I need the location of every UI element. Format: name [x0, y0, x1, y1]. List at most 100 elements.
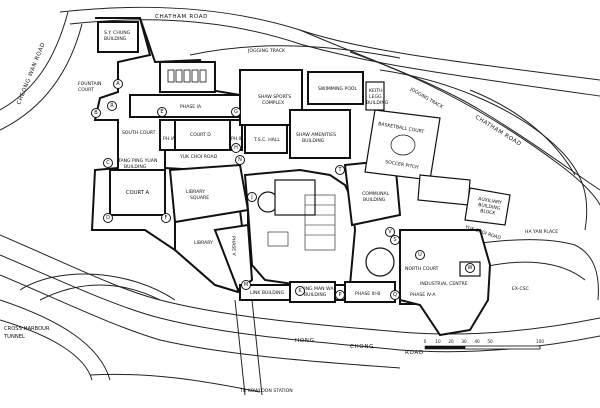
node-marker-f: F: [161, 213, 171, 223]
scale-tick-100: 100: [536, 339, 544, 344]
court-d-label: COURT D: [190, 132, 211, 138]
phase-3b-label: PHASE III-B: [355, 291, 380, 297]
keith-label-2: LEGG: [369, 94, 382, 100]
mong-man-wai-label-2: BUILDING: [304, 292, 327, 298]
court-d-blocks: [159, 119, 243, 151]
industrial-centre-label: INDUSTRIAL CENTRE: [420, 281, 468, 287]
keith-label: KEITH: [369, 88, 383, 94]
node-label-q: Q: [393, 292, 397, 298]
phase-v-block: [213, 223, 254, 292]
node-label-w: W: [468, 265, 473, 271]
road-label-chatham-right: CHATHAM ROAD: [474, 115, 522, 148]
node-marker-b: B: [91, 108, 101, 118]
scale-tick-10: 10: [435, 339, 441, 344]
library-square-label: LIBRARY: [186, 189, 205, 195]
node-label-r: R: [110, 103, 114, 109]
sports-fields: [364, 109, 511, 226]
node-label-a: A: [116, 81, 120, 87]
node-marker-p: P: [335, 290, 345, 300]
node-marker-g: G: [231, 107, 241, 117]
scale-tick-40: 40: [474, 339, 480, 344]
scale-tick-30: 30: [461, 339, 467, 344]
node-label-g: G: [234, 109, 238, 115]
auxiliary-label-2: BUILDING: [478, 202, 501, 212]
node-marker-r: R: [107, 101, 117, 111]
road-label-chatham-top: CHATHAM ROAD: [155, 14, 208, 20]
soccer-pitch-label: SOCCER PITCH: [385, 159, 419, 171]
central-tower-block: [243, 168, 357, 286]
node-label-c: C: [106, 160, 110, 166]
tsc-hall-block: [244, 109, 351, 159]
node-marker-e: E: [157, 107, 167, 117]
node-label-k: K: [298, 288, 302, 294]
node-marker-q: Q: [390, 290, 400, 300]
phase-v-label: PHASE V: [230, 236, 237, 257]
ex-csc-label: EX-CSC: [512, 286, 529, 292]
tang-ping-yuan-label-2: BUILDING: [124, 164, 147, 170]
auxiliary-label: AUXILIARY: [478, 196, 503, 206]
tang-ping-yuan-label: TANG PING YUAN: [117, 158, 157, 164]
ha-yan-place-label: HA YAN PLACE: [525, 229, 558, 235]
road-label-chong: CHONG: [350, 344, 374, 350]
sy-chung-label: S.Y. CHUNG: [104, 30, 131, 36]
library-label: LIBRARY: [194, 240, 213, 246]
node-label-t: T: [337, 167, 342, 173]
road-label-cheong-wan: CHEONG WAN ROAD: [16, 42, 47, 106]
phase-ia-label: PHASE IA: [180, 104, 202, 110]
road-label-cross-harbour: CROSS HARBOUR: [4, 326, 50, 332]
yuk-choi-road-label: YUK CHOI ROAD: [179, 154, 218, 160]
node-marker-t: T: [335, 165, 345, 175]
fountain-court-label: FOUNTAIN: [78, 81, 101, 87]
node-marker-s: S: [390, 235, 400, 245]
node-marker-j: J: [247, 192, 257, 202]
node-marker-w: W: [465, 263, 475, 273]
shaw-amenities-label: SHAW AMENITIES: [296, 132, 336, 138]
node-label-e: E: [160, 109, 163, 115]
court-a-label: COURT A: [126, 190, 150, 196]
road-label-tunnel: TUNNEL: [3, 334, 25, 340]
node-label-j: J: [250, 194, 252, 200]
road-label-hong: HONG: [295, 338, 315, 344]
jogging-track-top: JOGGING TRACK: [247, 48, 286, 54]
scale-tick-0: 0: [424, 339, 427, 344]
node-label-d: D: [106, 215, 110, 221]
shaw-amenities-label-2: BUILDING: [302, 138, 325, 144]
north-court-label: NORTH COURT: [405, 266, 439, 272]
scale-bar: 0 10 20 30 40 50 100: [424, 339, 544, 350]
node-marker-m: M: [241, 280, 251, 290]
sy-chung-label-2: BUILDING: [104, 36, 127, 42]
communal-label-2: BUILDING: [363, 197, 386, 203]
swimming-pool-block: [307, 71, 364, 105]
road-network: [0, 6, 600, 396]
road-label-kowloon-station: TO KOWLOON STATION: [239, 388, 293, 394]
node-markers: A R B C D E F G H M J K P Q T V U S W N: [91, 79, 475, 300]
node-label-n: N: [238, 157, 242, 163]
sy-chung-building: [97, 21, 139, 53]
ph-ia-label: PH.IA: [163, 136, 176, 142]
scale-tick-50: 50: [487, 339, 493, 344]
node-label-p: P: [338, 292, 341, 298]
road-label-road: ROAD: [405, 350, 424, 356]
swimming-pool-label: SWIMMING POOL: [318, 86, 358, 92]
node-marker-d: D: [103, 213, 113, 223]
keith-label-3: BUILDING: [366, 100, 389, 106]
shaw-sports-label: SHAW SPORTS: [258, 94, 291, 100]
ph-ib-label: PH.IB: [231, 136, 243, 142]
node-label-v: V: [388, 229, 392, 235]
link-building-label: LINK BUILDING: [250, 290, 285, 296]
communal-label: COMMUNAL: [362, 191, 390, 197]
node-label-b: B: [94, 110, 98, 116]
tsc-hall-label: T.S.C. HALL: [253, 137, 280, 143]
node-label-f: F: [165, 215, 168, 221]
node-marker-n: N: [235, 155, 245, 165]
node-label-u: U: [418, 252, 422, 258]
node-marker-v: V: [385, 227, 395, 237]
phase-4a-label: PHASE IV-A: [410, 292, 436, 298]
library-square-label-2: SQUARE: [190, 195, 209, 201]
scale-tick-20: 20: [448, 339, 454, 344]
south-court-label: SOUTH COURT: [122, 130, 156, 136]
node-label-h: H: [234, 145, 238, 151]
node-marker-u: U: [415, 250, 425, 260]
